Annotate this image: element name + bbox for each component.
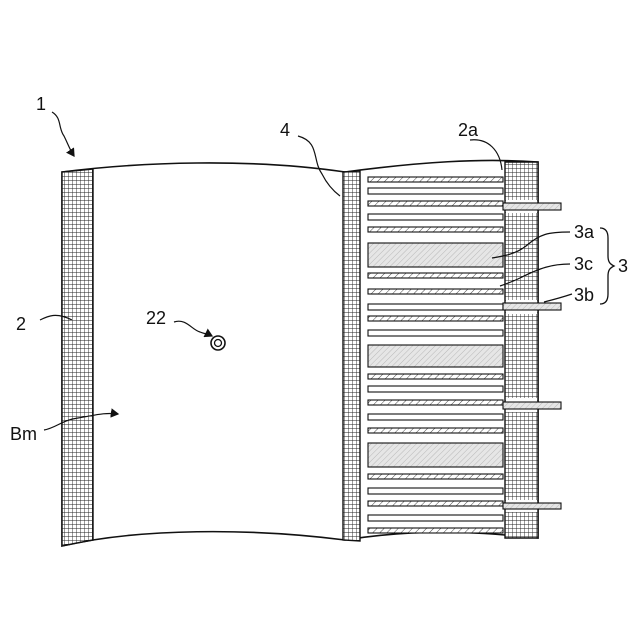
hatched-finger — [368, 316, 503, 321]
hatched-finger — [368, 289, 503, 294]
plain-finger — [368, 488, 503, 494]
plain-finger — [368, 330, 503, 336]
plain-finger — [368, 214, 503, 220]
hatched-finger — [368, 227, 503, 232]
plain-finger — [368, 304, 503, 310]
hole-inner — [215, 340, 222, 347]
hatched-finger — [368, 201, 503, 206]
lead-tab — [503, 402, 561, 409]
lead-tab — [503, 503, 561, 509]
right-frame-band — [505, 162, 538, 538]
hatched-finger — [368, 273, 503, 278]
label-component-group: 3 — [618, 256, 628, 276]
lead-tab — [503, 303, 561, 310]
plain-finger — [368, 386, 503, 392]
leader-part-b — [544, 294, 572, 302]
pad — [368, 243, 503, 267]
label-frame: 2 — [16, 314, 26, 334]
plain-finger — [368, 515, 503, 521]
plain-finger — [368, 414, 503, 420]
label-device: 1 — [36, 94, 46, 114]
plain-finger — [368, 188, 503, 194]
label-part-c: 3c — [574, 254, 593, 274]
hatched-finger — [368, 400, 503, 405]
lead-tab — [503, 203, 561, 210]
left-frame-band — [62, 169, 93, 546]
leader-device — [52, 112, 74, 156]
label-hole: 22 — [146, 308, 166, 328]
group-brace — [600, 228, 614, 304]
hatched-finger — [368, 474, 503, 479]
hatched-finger — [368, 528, 503, 533]
strip-band — [343, 171, 360, 541]
label-strip: 4 — [280, 120, 290, 140]
label-frame-end: 2a — [458, 120, 479, 140]
pad — [368, 345, 503, 367]
label-part-b: 3b — [574, 285, 594, 305]
label-part-a: 3a — [574, 222, 595, 242]
label-base-material: Bm — [10, 424, 37, 444]
hatched-finger — [368, 501, 503, 506]
pad — [368, 443, 503, 467]
hatched-finger — [368, 428, 503, 433]
hatched-finger — [368, 177, 503, 182]
hatched-finger — [368, 374, 503, 379]
